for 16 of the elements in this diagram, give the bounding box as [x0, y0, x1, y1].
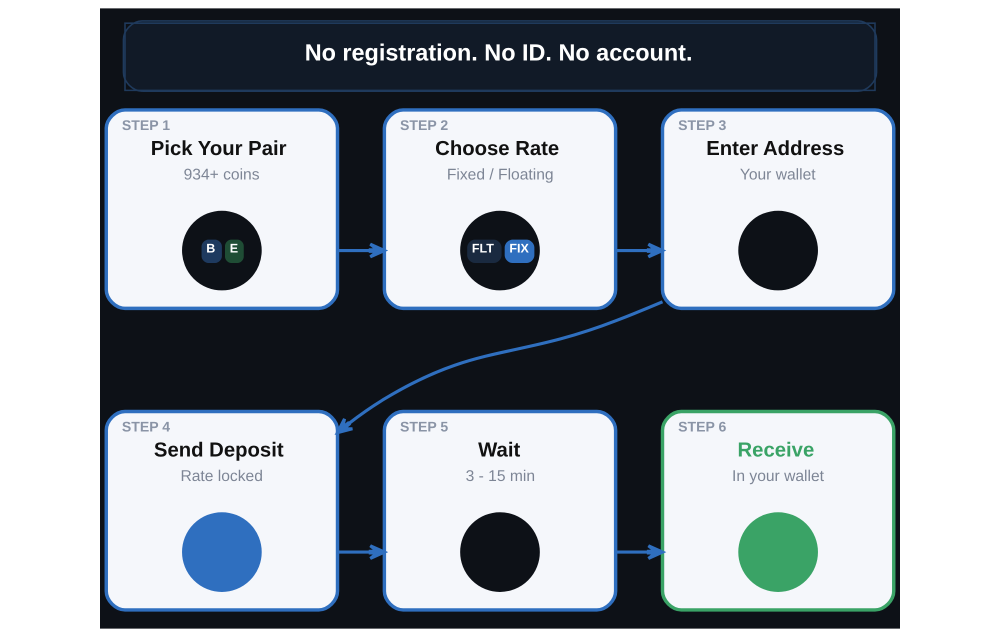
- arrow: [616, 544, 664, 560]
- cluster: STEP 6 Receive In your wallet: [660, 410, 896, 612]
- node-circle: [738, 512, 818, 592]
- cluster: STEP 4 Send Deposit Rate locked: [104, 410, 340, 612]
- arrow: [336, 300, 664, 434]
- arrow: [338, 242, 386, 258]
- node-circle: B E: [182, 210, 262, 290]
- node-circle: [182, 512, 262, 592]
- cluster: STEP 3 Enter Address Your wallet: [660, 108, 896, 310]
- arrow: [338, 544, 386, 560]
- diagram-title: No registration. No ID. No account.: [304, 40, 692, 66]
- node-circle: [460, 512, 540, 592]
- cluster: STEP 5 Wait 3 - 15 min: [382, 410, 618, 612]
- arrow: [616, 242, 664, 258]
- node-circle: FLT FIX: [460, 210, 540, 290]
- node-circle: [738, 210, 818, 290]
